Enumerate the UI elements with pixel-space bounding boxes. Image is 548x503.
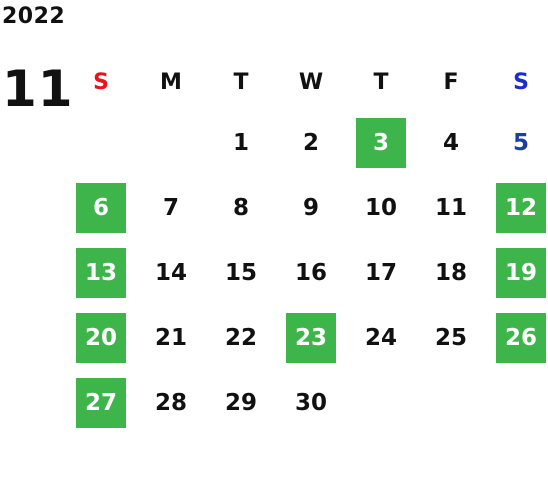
calendar-cell: 29 xyxy=(206,370,276,435)
calendar-cell xyxy=(136,110,206,175)
calendar-cell: 19 xyxy=(486,240,548,305)
weekday-friday: F xyxy=(443,70,459,95)
calendar-cell xyxy=(486,370,548,435)
day-13[interactable]: 13 xyxy=(76,247,126,298)
calendar-cell: 8 xyxy=(206,175,276,240)
calendar-cell xyxy=(346,370,416,435)
calendar-cell xyxy=(66,110,136,175)
day-4[interactable]: 4 xyxy=(442,129,459,156)
day-11[interactable]: 11 xyxy=(434,194,467,221)
calendar-cell: 13 xyxy=(66,240,136,305)
calendar-cell: 26 xyxy=(486,305,548,370)
day-2[interactable]: 2 xyxy=(302,129,319,156)
day-18[interactable]: 18 xyxy=(434,259,467,286)
year-label: 2022 xyxy=(2,4,66,29)
calendar-cell: 14 xyxy=(136,240,206,305)
day-7[interactable]: 7 xyxy=(162,194,179,221)
calendar-cell: 25 xyxy=(416,305,486,370)
calendar-cell: 28 xyxy=(136,370,206,435)
day-28[interactable]: 28 xyxy=(154,389,187,416)
calendar-cell: 5 xyxy=(486,110,548,175)
calendar-cell: 2 xyxy=(276,110,346,175)
day-15[interactable]: 15 xyxy=(224,259,257,286)
day-1[interactable]: 1 xyxy=(232,129,249,156)
calendar-cell: 23 xyxy=(276,305,346,370)
weekday-sunday: S xyxy=(93,70,109,95)
day-21[interactable]: 21 xyxy=(154,324,187,351)
calendar-cell: 7 xyxy=(136,175,206,240)
day-19[interactable]: 19 xyxy=(496,247,546,298)
weekday-monday: M xyxy=(160,70,182,95)
day-6[interactable]: 6 xyxy=(76,182,126,233)
weekday-wednesday: W xyxy=(298,70,324,95)
calendar-cell: 18 xyxy=(416,240,486,305)
day-3[interactable]: 3 xyxy=(356,117,406,168)
weekday-thursday: T xyxy=(373,70,389,95)
calendar-cell: 27 xyxy=(66,370,136,435)
weekday-saturday: S xyxy=(513,70,529,95)
day-26[interactable]: 26 xyxy=(496,312,546,363)
calendar-cell: 30 xyxy=(276,370,346,435)
calendar-cell: 15 xyxy=(206,240,276,305)
calendar-cell: 3 xyxy=(346,110,416,175)
calendar-cell: 20 xyxy=(66,305,136,370)
calendar-cell xyxy=(416,370,486,435)
day-30[interactable]: 30 xyxy=(294,389,327,416)
day-17[interactable]: 17 xyxy=(364,259,397,286)
calendar-cell: 11 xyxy=(416,175,486,240)
day-14[interactable]: 14 xyxy=(154,259,187,286)
calendar-cell: 17 xyxy=(346,240,416,305)
calendar-cell: 16 xyxy=(276,240,346,305)
month-label: 11 xyxy=(2,60,74,118)
day-24[interactable]: 24 xyxy=(364,324,397,351)
day-9[interactable]: 9 xyxy=(302,194,319,221)
day-5[interactable]: 5 xyxy=(512,129,529,156)
day-12[interactable]: 12 xyxy=(496,182,546,233)
calendar-cell: 1 xyxy=(206,110,276,175)
calendar-cell: 9 xyxy=(276,175,346,240)
calendar-cell: 24 xyxy=(346,305,416,370)
weekday-tuesday: T xyxy=(233,70,249,95)
calendar-cell: 4 xyxy=(416,110,486,175)
day-27[interactable]: 27 xyxy=(76,377,126,428)
day-23[interactable]: 23 xyxy=(286,312,336,363)
day-20[interactable]: 20 xyxy=(76,312,126,363)
calendar-cell: 12 xyxy=(486,175,548,240)
day-10[interactable]: 10 xyxy=(364,194,397,221)
day-25[interactable]: 25 xyxy=(434,324,467,351)
calendar-cell: 22 xyxy=(206,305,276,370)
day-16[interactable]: 16 xyxy=(294,259,327,286)
calendar-cell: 10 xyxy=(346,175,416,240)
day-29[interactable]: 29 xyxy=(224,389,257,416)
day-22[interactable]: 22 xyxy=(224,324,257,351)
day-8[interactable]: 8 xyxy=(232,194,249,221)
calendar-cell: 21 xyxy=(136,305,206,370)
calendar-cell: 6 xyxy=(66,175,136,240)
